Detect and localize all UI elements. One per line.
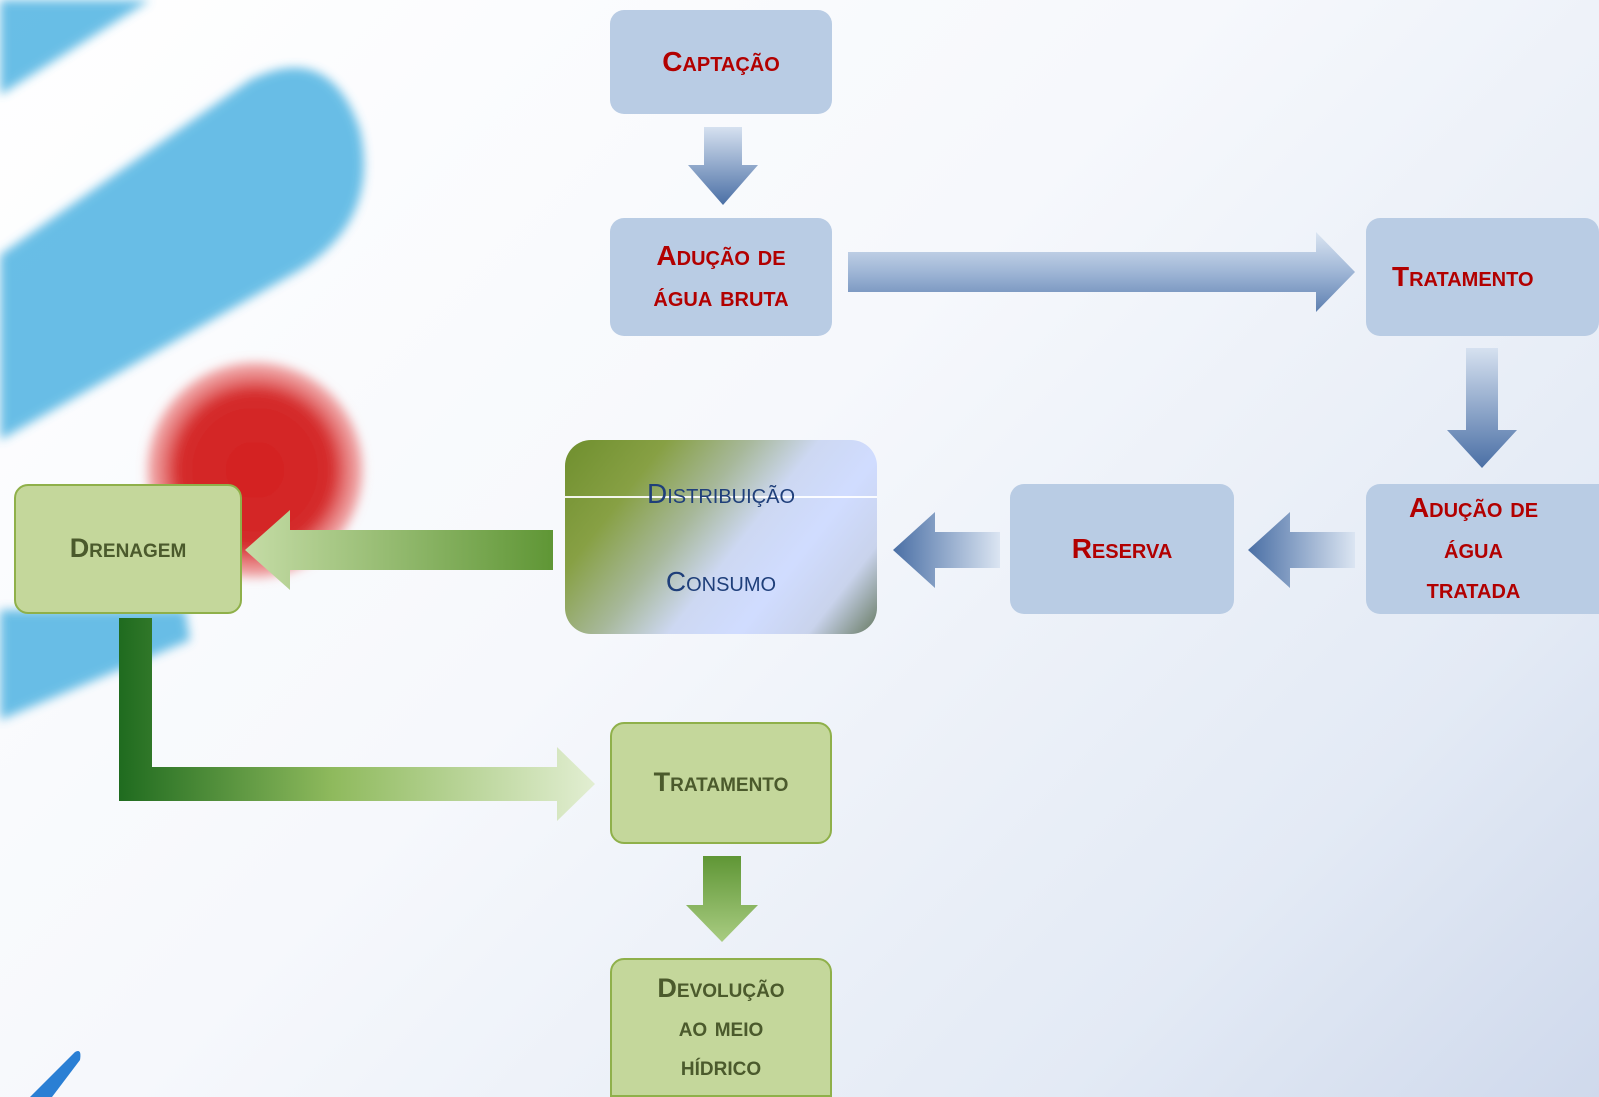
arrow-down-2 xyxy=(1447,348,1517,468)
arrow-right-1 xyxy=(848,232,1355,312)
arrow-left-1 xyxy=(1248,512,1355,588)
tratamento-agua-box: Tratamento xyxy=(1366,218,1599,336)
tratamento-esgoto-box: Tratamento xyxy=(610,722,832,844)
aducao-agua-bruta-box: Adução de água bruta xyxy=(610,218,832,336)
arrow-down-3 xyxy=(686,856,758,942)
arrow-elbow xyxy=(119,618,595,821)
drenagem-box: Drenagem xyxy=(14,484,242,614)
arrow-left-3 xyxy=(245,510,553,590)
captacao-box: Captação xyxy=(610,10,832,114)
reserva-box: Reserva xyxy=(1010,484,1234,614)
distribuicao-consumo-box: Distribuição Consumo xyxy=(565,440,877,634)
divider xyxy=(565,496,877,498)
distribuicao-label: Distribuição xyxy=(646,478,795,509)
arrow-left-2 xyxy=(893,512,1000,588)
logo-fragment-icon xyxy=(30,1051,81,1097)
devolucao-meio-hidrico-box: Devolução ao meio hídrico xyxy=(610,958,832,1097)
consumo-label: Consumo xyxy=(665,566,777,597)
arrow-down-1 xyxy=(688,127,758,205)
aducao-agua-tratada-box: Adução de água tratada xyxy=(1366,484,1599,614)
